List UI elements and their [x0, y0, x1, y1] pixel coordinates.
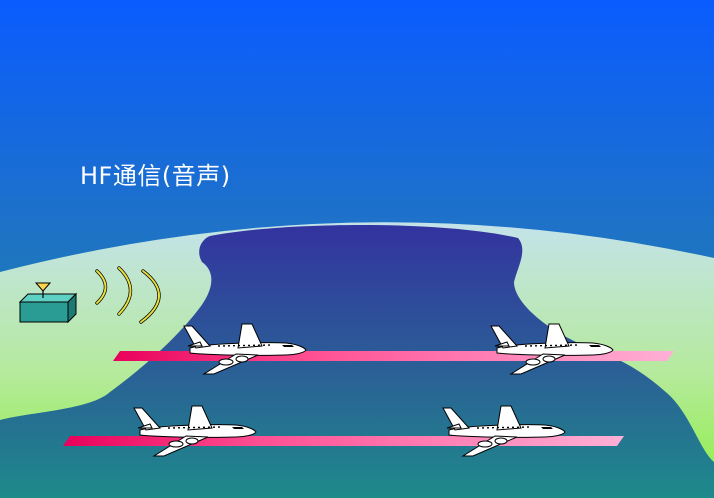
antenna-icon — [34, 282, 52, 298]
slide-title: HF通信(音声) — [80, 162, 231, 190]
radio-wave-icon — [95, 266, 161, 324]
ground-station-icon — [18, 282, 78, 324]
